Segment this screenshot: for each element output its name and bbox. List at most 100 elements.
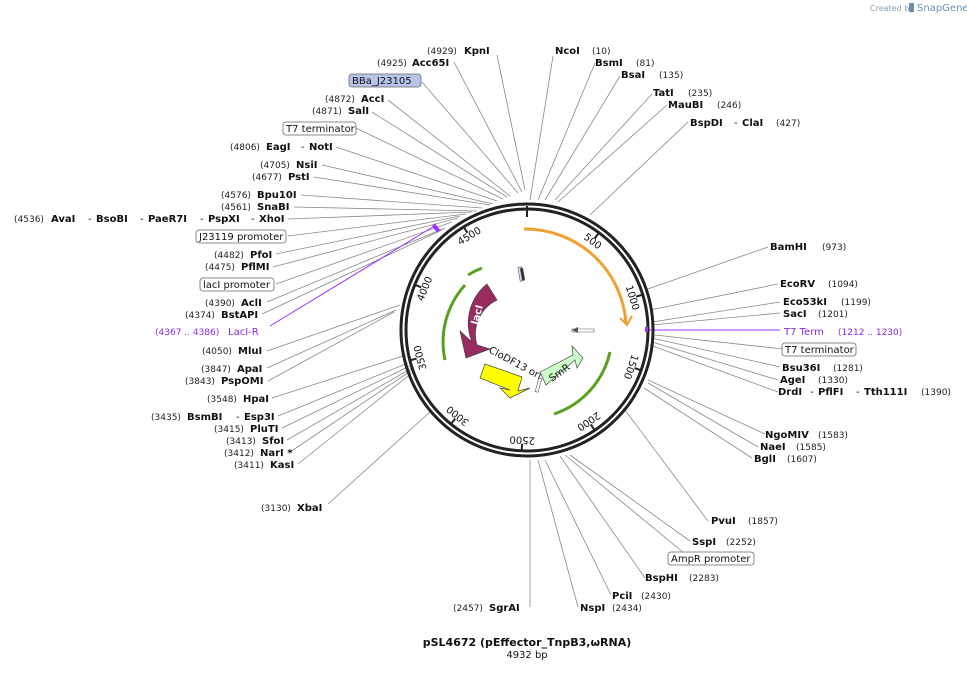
label-pflmi[interactable]: (4475) PflMI — [205, 262, 269, 273]
label-ecorv[interactable]: EcoRV (1094) — [780, 279, 858, 290]
label-agei[interactable]: AgeI (1330) — [780, 375, 848, 386]
label-xbai[interactable]: (3130) XbaI — [261, 503, 322, 514]
svg-text:NgoMIV: NgoMIV — [765, 430, 809, 441]
label-bgli[interactable]: BglI (1607) — [754, 454, 817, 465]
svg-text:PflFI: PflFI — [818, 387, 843, 398]
label-pspomi[interactable]: (3843) PspOMI — [185, 376, 263, 387]
label-bsu36i[interactable]: Bsu36I (1281) — [782, 363, 863, 374]
label-drdi-group[interactable]: DrdI - PflFI - Tth111I (1390) — [778, 387, 951, 398]
svg-text:(246): (246) — [717, 101, 741, 111]
svg-text:AccI: AccI — [361, 94, 384, 105]
svg-text:PciI: PciI — [612, 591, 632, 602]
credit-prefix: Created by — [870, 4, 914, 13]
label-bsphi[interactable]: BspHI (2283) — [645, 573, 719, 584]
label-laci-r[interactable]: (4367 .. 4386) LacI-R — [155, 327, 259, 338]
label-mlui[interactable]: (4050) MluI — [202, 346, 262, 357]
label-bba-j23105[interactable]: BBa_J23105 — [348, 73, 422, 88]
label-kpni[interactable]: (4929) KpnI — [427, 46, 490, 57]
label-maubi[interactable]: MauBI (246) — [668, 100, 741, 111]
svg-text:NspI: NspI — [580, 603, 605, 614]
svg-text:NotI: NotI — [309, 142, 333, 153]
label-bsmi[interactable]: BsmI (81) — [595, 58, 654, 69]
feature-clodf13-ori[interactable] — [479, 363, 531, 399]
label-eagi-noti[interactable]: (4806) EagI - NotI — [230, 142, 333, 153]
label-hpai[interactable]: (3548) HpaI — [207, 394, 269, 405]
svg-text:SfoI: SfoI — [262, 436, 284, 447]
label-sali[interactable]: (4871) SalI — [312, 106, 369, 117]
label-ampr-promoter[interactable]: AmpR promoter — [667, 551, 755, 566]
label-naei[interactable]: NaeI (1585) — [760, 442, 826, 453]
label-nspi[interactable]: NspI (2434) — [580, 603, 642, 614]
label-bpu10i[interactable]: (4576) Bpu10I — [221, 190, 297, 201]
label-nari[interactable]: (3412) NarI * — [224, 448, 293, 459]
label-acli[interactable]: (4390) AclI — [205, 298, 262, 309]
svg-text:-: - — [236, 412, 240, 423]
backbone-outer-ring — [399, 202, 655, 458]
svg-text:(3548): (3548) — [207, 395, 237, 405]
label-sspi[interactable]: SspI (2252) — [692, 537, 756, 548]
feature-laci[interactable] — [459, 283, 498, 359]
label-snabi[interactable]: (4561) SnaBI — [221, 202, 289, 213]
label-ngomiv[interactable]: NgoMIV (1583) — [765, 430, 848, 441]
label-bstapi[interactable]: (4374) BstAPI — [185, 310, 258, 321]
svg-text:SgrAI: SgrAI — [489, 603, 520, 614]
label-nsii[interactable]: (4705) NsiI — [260, 160, 317, 171]
label-tati[interactable]: TatI (235) — [653, 88, 712, 99]
label-sgrai[interactable]: (2457) SgrAI — [453, 603, 520, 614]
svg-text:BspHI: BspHI — [645, 573, 678, 584]
svg-text:BsmI: BsmI — [595, 58, 623, 69]
svg-text:TatI: TatI — [653, 88, 674, 99]
svg-text:NcoI: NcoI — [555, 46, 580, 57]
feature-smr[interactable] — [539, 344, 584, 386]
svg-text:BsmBI: BsmBI — [187, 412, 222, 423]
svg-text:(4806): (4806) — [230, 143, 260, 153]
svg-text:(3412): (3412) — [224, 449, 254, 459]
svg-text:(1094): (1094) — [828, 280, 858, 290]
svg-text:(1390): (1390) — [921, 388, 951, 398]
svg-text:-: - — [301, 142, 305, 153]
label-bspdi-clai[interactable]: BspDI - ClaI (427) — [690, 118, 800, 129]
label-bsmbi-esp3i[interactable]: (3435) BsmBI - Esp3I — [151, 412, 275, 423]
label-eco53ki[interactable]: Eco53kI (1199) — [783, 297, 871, 308]
label-t7-terminator-1[interactable]: T7 terminator — [282, 121, 357, 136]
label-laci-promoter[interactable]: lacI promoter — [199, 277, 275, 292]
svg-text:lacI promoter: lacI promoter — [203, 280, 271, 291]
label-sfoi[interactable]: (3413) SfoI — [226, 436, 284, 447]
label-pcii[interactable]: PciI (2430) — [612, 591, 671, 602]
scale-tick-label: 3500 — [412, 344, 429, 371]
label-ncoi[interactable]: NcoI (10) — [555, 46, 610, 57]
svg-text:BsoBI: BsoBI — [96, 214, 128, 225]
svg-text:Eco53kI: Eco53kI — [783, 297, 827, 308]
label-saci[interactable]: SacI (1201) — [783, 309, 848, 320]
svg-text:MauBI: MauBI — [668, 100, 703, 111]
label-pluti[interactable]: (3415) PluTI — [214, 424, 278, 435]
svg-text:(4929): (4929) — [427, 47, 457, 57]
label-bsai[interactable]: BsaI (135) — [621, 70, 683, 81]
label-kasi[interactable]: (3411) KasI — [234, 460, 294, 471]
label-apai[interactable]: (3847) ApaI — [201, 364, 262, 375]
label-t7-term[interactable]: T7 Term (1212 .. 1230) — [783, 327, 902, 338]
svg-text:(1201): (1201) — [818, 310, 848, 320]
svg-text:(3413): (3413) — [226, 437, 256, 447]
svg-text:(1330): (1330) — [818, 376, 848, 386]
svg-text:XbaI: XbaI — [297, 503, 322, 514]
svg-text:T7 Term: T7 Term — [783, 327, 824, 338]
label-pvui[interactable]: PvuI (1857) — [711, 516, 778, 527]
scale-tick — [589, 423, 596, 431]
label-psti[interactable]: (4677) PstI — [252, 172, 310, 183]
svg-text:(4374): (4374) — [185, 311, 215, 321]
label-pfoi[interactable]: (4482) PfoI — [214, 250, 272, 261]
label-t7-terminator-2[interactable]: T7 terminator — [781, 342, 857, 357]
label-acc65i[interactable]: (4925) Acc65I — [377, 58, 449, 69]
label-bamhi[interactable]: BamHI (973) — [770, 242, 846, 253]
svg-text:NsiI: NsiI — [296, 160, 317, 171]
svg-text:PstI: PstI — [288, 172, 310, 183]
svg-text:Esp3I: Esp3I — [244, 412, 275, 423]
svg-text:(2457): (2457) — [453, 604, 483, 614]
svg-text:(4677): (4677) — [252, 173, 282, 183]
label-acci[interactable]: (4872) AccI — [325, 94, 384, 105]
svg-text:-: - — [140, 214, 144, 225]
label-j23119-promoter[interactable]: J23119 promoter — [195, 229, 287, 244]
label-avai-group[interactable]: (4536) AvaI - BsoBI - PaeR7I - PspXI - X… — [14, 214, 284, 225]
